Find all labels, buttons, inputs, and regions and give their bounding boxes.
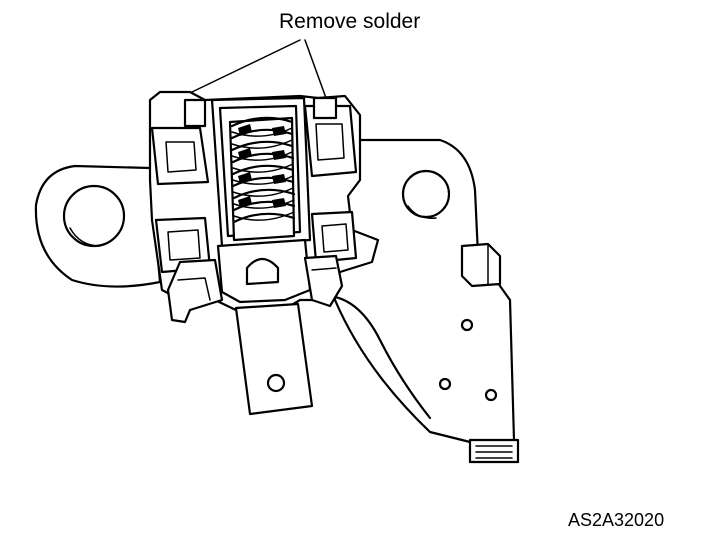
solder-tab-left <box>183 98 207 128</box>
brush-spring <box>228 116 296 242</box>
side-tab <box>460 242 502 288</box>
solder-tab-right <box>312 96 338 120</box>
mounting-hole-right <box>401 169 451 219</box>
plate-hole-middle <box>438 377 452 391</box>
retaining-clip-right-edge <box>311 267 337 271</box>
leader-line-left <box>191 39 301 93</box>
mounting-hole-left <box>62 184 126 248</box>
mounting-hole-left-shade <box>69 227 101 247</box>
callout-remove-solder: Remove solder <box>279 10 421 33</box>
lead-wire-edge <box>328 294 432 420</box>
housing-block-upper-left <box>150 126 210 186</box>
retaining-clip-left-edge <box>177 277 211 301</box>
brush-cradle-notch <box>245 257 280 286</box>
figure-code: AS2A32020 <box>568 510 665 530</box>
retaining-clip-left <box>166 258 224 324</box>
mounting-hole-right-shade <box>407 205 437 219</box>
brush-terminal <box>234 302 314 416</box>
plate-hole-lower <box>484 388 498 402</box>
housing-window-lower-right <box>321 223 349 253</box>
housing-window-lower-left <box>167 229 201 261</box>
base-plate <box>333 138 516 444</box>
plate-hole-upper <box>460 318 474 332</box>
terminal-hole <box>266 373 286 393</box>
bottom-connector-ribs <box>475 445 513 459</box>
housing-block-lower-right <box>310 210 358 264</box>
housing-window-upper-right <box>315 123 345 161</box>
leader-line-right <box>304 39 327 99</box>
housing-window-upper-left <box>165 141 197 173</box>
